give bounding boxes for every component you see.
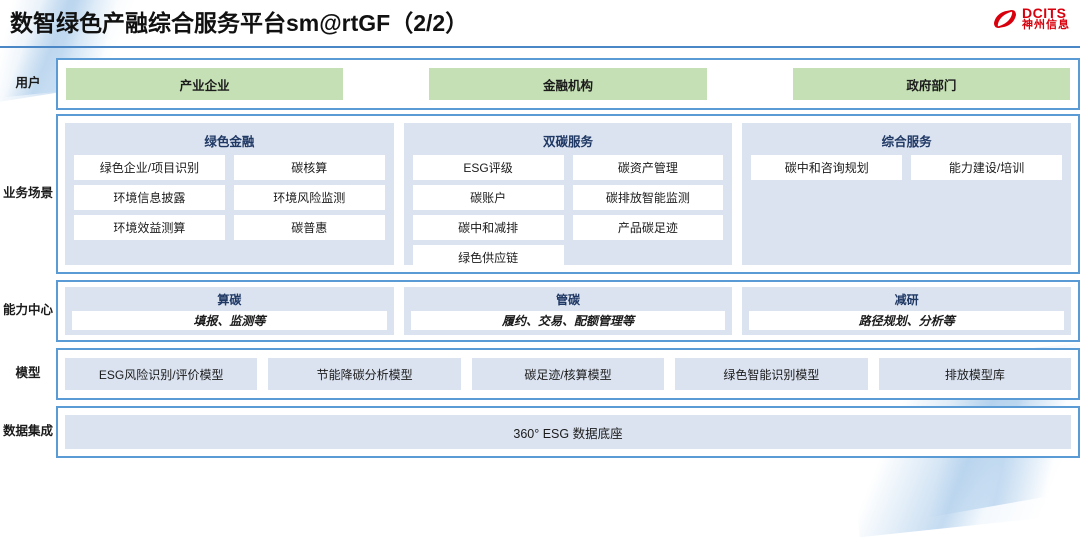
logo-text-cn: 神州信息	[1022, 19, 1070, 32]
user-row-frame: 产业企业 金融机构 政府部门	[56, 58, 1080, 110]
capability-panel-carbon-management: 管碳 履约、交易、配额管理等	[403, 287, 733, 335]
biz-item-carbon-inclusive[interactable]: 碳普惠	[233, 215, 385, 240]
capability-sub-carbon-management[interactable]: 履约、交易、配额管理等	[410, 311, 726, 330]
header-divider	[0, 46, 1080, 48]
panel-comprehensive-service: 综合服务 碳中和咨询规划 能力建设/培训	[742, 123, 1072, 265]
biz-item-carbon-asset-management[interactable]: 碳资产管理	[572, 155, 724, 180]
biz-item-capacity-building-training[interactable]: 能力建设/培训	[911, 155, 1063, 180]
capability-panel-carbon-calculation: 算碳 填报、监测等	[65, 287, 394, 335]
model-row-frame: ESG风险识别/评价模型 节能降碳分析模型 碳足迹/核算模型 绿色智能识别模型 …	[56, 348, 1080, 400]
data-bar-esg-foundation[interactable]: 360° ESG 数据底座	[65, 415, 1071, 449]
user-chip-financial[interactable]: 金融机构	[429, 68, 707, 100]
biz-item-carbon-neutral-reduction[interactable]: 碳中和减排	[412, 215, 564, 240]
panel-grid-comprehensive-service: 碳中和咨询规划 能力建设/培训	[751, 155, 1063, 180]
model-chip-energy-saving-carbon-reduction[interactable]: 节能降碳分析模型	[268, 358, 461, 390]
row-label-user: 用户	[15, 76, 41, 91]
user-row: 用户 产业企业 金融机构 政府部门	[0, 58, 1080, 110]
biz-item-environmental-benefit-calculation[interactable]: 环境效益测算	[74, 215, 225, 240]
biz-item-carbon-neutral-consulting-planning[interactable]: 碳中和咨询规划	[751, 155, 903, 180]
row-label-capability-center: 能力中心	[2, 303, 53, 318]
dcits-swoosh-icon	[994, 9, 1016, 28]
row-label-data-integration: 数据集成	[2, 424, 53, 439]
capability-sub-reduction-research[interactable]: 路径规划、分析等	[749, 311, 1065, 330]
slide-header: 数智绿色产融综合服务平台sm@rtGF（2/2） DCITS 神州信息	[0, 0, 1080, 48]
capability-title-reduction-research: 减研	[894, 293, 919, 307]
panel-dual-carbon-service: 双碳服务 ESG评级 碳资产管理 碳账户 碳排放智能监测 碳中和减排 产品碳足迹…	[403, 123, 733, 270]
capability-panel-reduction-research: 减研 路径规划、分析等	[742, 287, 1072, 335]
biz-item-green-enterprise-project-identification[interactable]: 绿色企业/项目识别	[74, 155, 225, 180]
biz-item-carbon-emission-smart-monitoring[interactable]: 碳排放智能监测	[572, 185, 724, 210]
biz-item-green-supply-chain[interactable]: 绿色供应链	[412, 245, 564, 270]
page-title: 数智绿色产融综合服务平台sm@rtGF（2/2）	[10, 10, 469, 36]
row-label-model: 模型	[15, 366, 41, 381]
biz-item-esg-rating[interactable]: ESG评级	[412, 155, 564, 180]
model-row: 模型 ESG风险识别/评价模型 节能降碳分析模型 碳足迹/核算模型 绿色智能识别…	[0, 348, 1080, 400]
user-chip-government[interactable]: 政府部门	[792, 68, 1070, 100]
biz-item-environmental-disclosure[interactable]: 环境信息披露	[74, 185, 225, 210]
model-chip-carbon-footprint-accounting[interactable]: 碳足迹/核算模型	[471, 358, 665, 390]
capability-center-frame: 算碳 填报、监测等 管碳 履约、交易、配额管理等 减研 路径规划、分析等	[56, 280, 1080, 342]
panel-title-dual-carbon-service: 双碳服务	[543, 135, 594, 149]
model-chip-esg-risk-rating[interactable]: ESG风险识别/评价模型	[65, 358, 258, 390]
model-chip-green-smart-identification[interactable]: 绿色智能识别模型	[675, 358, 868, 390]
panel-grid-dual-carbon-service: ESG评级 碳资产管理 碳账户 碳排放智能监测 碳中和减排 产品碳足迹 绿色供应…	[412, 155, 724, 270]
logo-text-en: DCITS	[1022, 5, 1067, 21]
data-integration-frame: 360° ESG 数据底座	[56, 406, 1080, 458]
panel-title-comprehensive-service: 综合服务	[881, 135, 932, 149]
capability-title-carbon-calculation: 算碳	[217, 293, 242, 307]
business-scenario-frame: 绿色金融 绿色企业/项目识别 碳核算 环境信息披露 环境风险监测 环境效益测算 …	[56, 114, 1080, 274]
biz-item-product-carbon-footprint[interactable]: 产品碳足迹	[572, 215, 724, 240]
capability-sub-carbon-calculation[interactable]: 填报、监测等	[72, 311, 387, 330]
panel-grid-green-finance: 绿色企业/项目识别 碳核算 环境信息披露 环境风险监测 环境效益测算 碳普惠	[74, 155, 385, 240]
biz-item-carbon-account[interactable]: 碳账户	[412, 185, 564, 210]
model-chip-emission-model-library[interactable]: 排放模型库	[878, 358, 1072, 390]
logo-wordmark: DCITS 神州信息	[1022, 6, 1070, 31]
panel-title-green-finance: 绿色金融	[204, 135, 255, 149]
business-scenario-row: 业务场景 绿色金融 绿色企业/项目识别 碳核算 环境信息披露 环境风险监测 环境…	[0, 114, 1080, 274]
row-label-business-scenario: 业务场景	[2, 186, 53, 201]
brand-logo: DCITS 神州信息	[992, 6, 1070, 31]
user-chip-industry[interactable]: 产业企业	[66, 68, 344, 100]
capability-center-row: 能力中心 算碳 填报、监测等 管碳 履约、交易、配额管理等 减研 路径规划、分析…	[0, 280, 1080, 342]
panel-green-finance: 绿色金融 绿色企业/项目识别 碳核算 环境信息披露 环境风险监测 环境效益测算 …	[65, 123, 394, 265]
biz-item-environmental-risk-monitoring[interactable]: 环境风险监测	[233, 185, 385, 210]
capability-title-carbon-management: 管碳	[556, 293, 581, 307]
biz-item-carbon-accounting[interactable]: 碳核算	[233, 155, 385, 180]
data-integration-row: 数据集成 360° ESG 数据底座	[0, 406, 1080, 458]
